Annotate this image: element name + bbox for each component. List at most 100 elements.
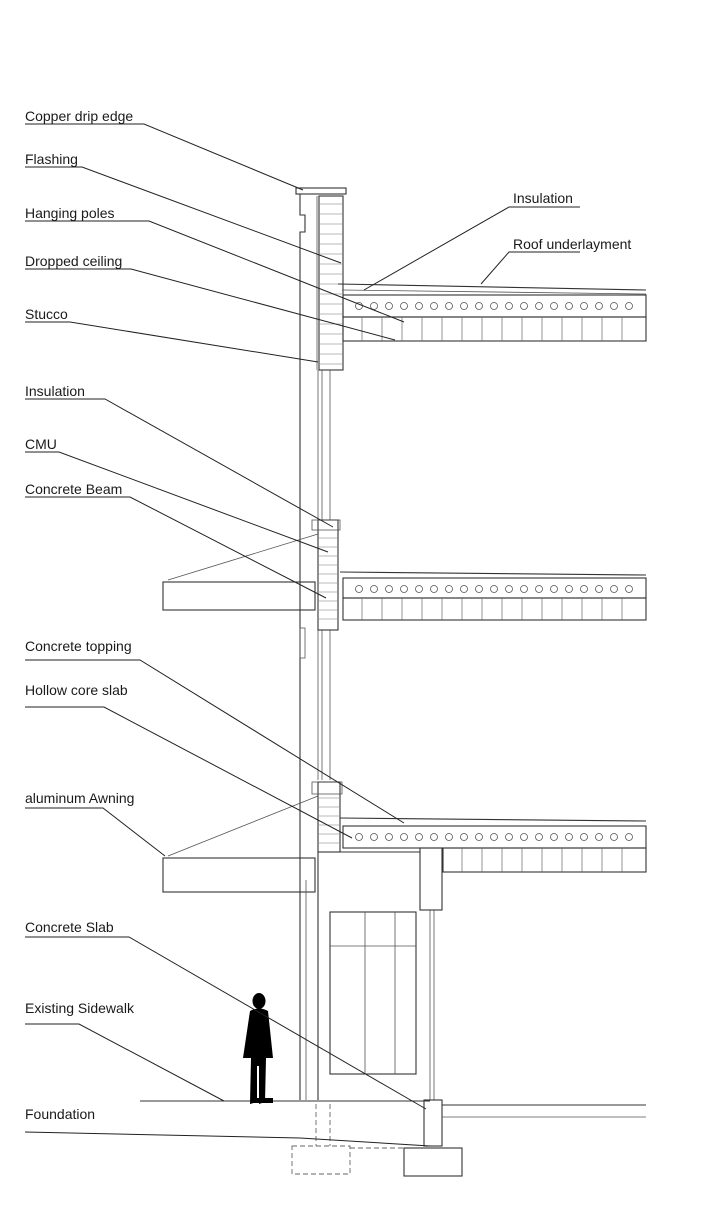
beam-cmu-courses bbox=[319, 537, 337, 620]
slab-core bbox=[460, 833, 468, 841]
label-copper-drip-edge: Copper drip edge bbox=[25, 108, 133, 124]
label-roof-underlayment: Roof underlayment bbox=[513, 236, 631, 252]
person-silhouette bbox=[243, 993, 273, 1104]
leader-stucco bbox=[25, 321, 319, 363]
label-insulation-wall: Insulation bbox=[25, 383, 85, 399]
label-hollow-core-slab: Hollow core slab bbox=[25, 682, 128, 698]
label-concrete-slab: Concrete Slab bbox=[25, 919, 114, 935]
slab-core bbox=[460, 302, 468, 310]
upper-awning bbox=[162, 533, 319, 611]
slab-core bbox=[520, 302, 528, 310]
slab-core bbox=[445, 302, 453, 310]
slab-core bbox=[490, 302, 498, 310]
slab-core bbox=[430, 833, 438, 841]
slab-core bbox=[580, 302, 588, 310]
slab-core bbox=[520, 585, 528, 593]
slab-core bbox=[520, 833, 528, 841]
slab-core bbox=[610, 585, 618, 593]
leader-insulation-wall bbox=[25, 398, 334, 528]
slab-core bbox=[385, 833, 393, 841]
second-floor bbox=[311, 519, 647, 631]
label-aluminum-awning: aluminum Awning bbox=[25, 790, 134, 806]
leader-hollow-core-slab bbox=[25, 706, 353, 839]
slab-core bbox=[415, 302, 423, 310]
slab-core bbox=[595, 585, 603, 593]
slab-core bbox=[415, 585, 423, 593]
building-section bbox=[140, 187, 647, 1177]
label-cmu: CMU bbox=[25, 436, 57, 452]
leader-flashing bbox=[25, 166, 342, 264]
leader-lines bbox=[24, 123, 580, 1147]
slab-core bbox=[550, 302, 558, 310]
slab-core bbox=[490, 833, 498, 841]
label-flashing: Flashing bbox=[25, 151, 78, 167]
leader-aluminum-awning bbox=[25, 807, 166, 857]
slab-core bbox=[505, 585, 513, 593]
slab-core bbox=[475, 302, 483, 310]
label-existing-sidewalk: Existing Sidewalk bbox=[25, 1000, 135, 1016]
leader-existing-sidewalk bbox=[25, 1023, 225, 1102]
roof-slab-cores bbox=[355, 302, 633, 310]
wall-between-floors bbox=[299, 370, 331, 860]
slab-core bbox=[415, 833, 423, 841]
leader-hanging-poles bbox=[25, 220, 405, 323]
label-concrete-topping: Concrete topping bbox=[25, 638, 132, 654]
slab-core bbox=[385, 302, 393, 310]
leader-concrete-beam bbox=[25, 496, 327, 599]
slab-core bbox=[475, 833, 483, 841]
slab-core bbox=[400, 302, 408, 310]
slab-core bbox=[625, 833, 633, 841]
label-hanging-poles: Hanging poles bbox=[25, 205, 115, 221]
storefront bbox=[299, 852, 435, 1100]
leader-concrete-slab bbox=[25, 936, 427, 1110]
roof-slab bbox=[337, 283, 647, 342]
slab-core bbox=[505, 302, 513, 310]
labels: Copper drip edge Flashing Hanging poles … bbox=[25, 108, 631, 1122]
slab-core bbox=[565, 833, 573, 841]
slab-core bbox=[610, 302, 618, 310]
slab-core bbox=[625, 585, 633, 593]
slab-core bbox=[370, 585, 378, 593]
beam1-cmu-courses bbox=[319, 797, 339, 844]
slab-core bbox=[370, 302, 378, 310]
leader-roof-underlayment bbox=[480, 251, 580, 285]
slab-core bbox=[625, 302, 633, 310]
slab-core bbox=[370, 833, 378, 841]
slab-core bbox=[580, 585, 588, 593]
label-foundation: Foundation bbox=[25, 1106, 95, 1122]
slab-core bbox=[565, 302, 573, 310]
slab-core bbox=[595, 833, 603, 841]
slab-core bbox=[490, 585, 498, 593]
leader-concrete-topping bbox=[25, 659, 405, 824]
slab-core bbox=[355, 833, 363, 841]
leader-cmu bbox=[25, 451, 329, 553]
first-floor bbox=[311, 781, 647, 911]
leader-copper-drip-edge bbox=[25, 123, 304, 191]
leader-dropped-ceiling bbox=[25, 268, 396, 341]
slab-core bbox=[580, 833, 588, 841]
ground-and-foundation bbox=[140, 1099, 646, 1177]
slab-core bbox=[445, 585, 453, 593]
label-concrete-beam: Concrete Beam bbox=[25, 481, 122, 497]
floor2-slab-cores bbox=[355, 585, 633, 593]
slab-core bbox=[430, 585, 438, 593]
label-dropped-ceiling: Dropped ceiling bbox=[25, 253, 122, 269]
slab-core bbox=[445, 833, 453, 841]
slab-core bbox=[475, 585, 483, 593]
floor1-ceiling-grid bbox=[461, 848, 623, 872]
slab-core bbox=[400, 833, 408, 841]
slab-core bbox=[595, 302, 603, 310]
slab-core bbox=[505, 833, 513, 841]
slab-core bbox=[430, 302, 438, 310]
parapet bbox=[295, 187, 347, 371]
slab-core bbox=[610, 833, 618, 841]
slab-core bbox=[535, 585, 543, 593]
slab-core bbox=[565, 585, 573, 593]
slab-core bbox=[550, 833, 558, 841]
floor2-ceiling-grid bbox=[361, 598, 623, 620]
slab-core bbox=[550, 585, 558, 593]
label-insulation-roof: Insulation bbox=[513, 190, 573, 206]
floor1-slab-cores bbox=[355, 833, 633, 841]
slab-core bbox=[535, 302, 543, 310]
